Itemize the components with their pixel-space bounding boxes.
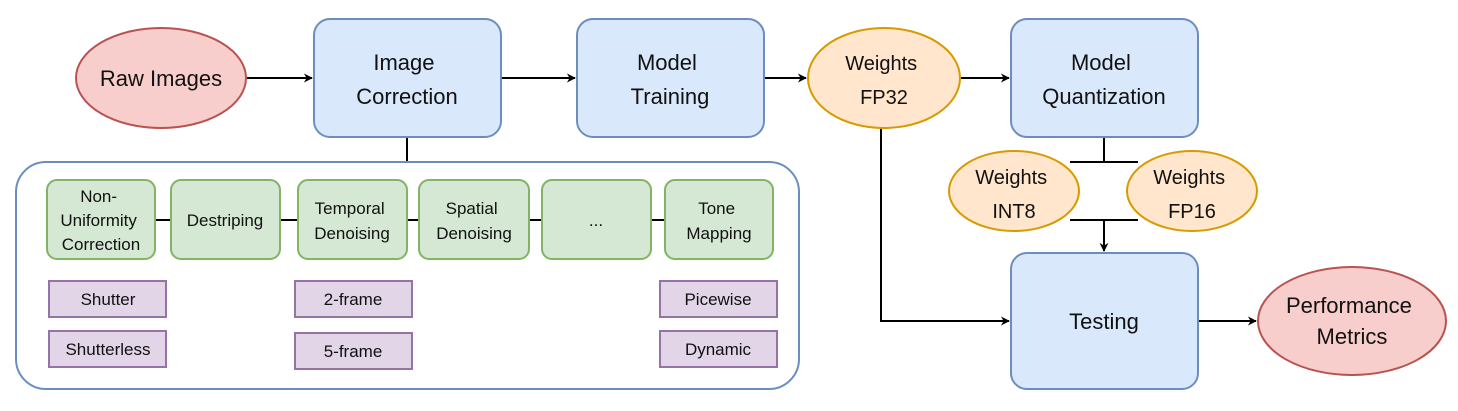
step-ellipsis: ... <box>541 179 652 260</box>
step-ellipsis-label: ... <box>589 211 603 230</box>
weights-fp16-node: Weights FP16 <box>1126 150 1258 232</box>
arrow-fp32-to-testing <box>880 128 1010 326</box>
model-training-label: Model Training <box>631 50 710 109</box>
image-correction-node: Image Correction <box>313 18 502 138</box>
step-tone-label: Tone Mapping <box>686 199 751 243</box>
model-training-node: Model Training <box>576 18 765 138</box>
step-destriping: Destriping <box>170 179 281 260</box>
image-correction-label: Image Correction <box>356 50 457 109</box>
option-5-frame-label: 5-frame <box>324 342 383 361</box>
option-shutter-label: Shutter <box>81 290 136 309</box>
weights-fp32-label: Weights FP32 <box>845 53 922 109</box>
option-shutter: Shutter <box>48 280 167 318</box>
option-5-frame: 5-frame <box>294 332 413 370</box>
raw-images-label: Raw Images <box>100 66 222 91</box>
option-dynamic-label: Dynamic <box>685 340 752 359</box>
step-destriping-label: Destriping <box>187 211 264 230</box>
option-shutterless: Shutterless <box>48 330 167 368</box>
option-picewise-label: Picewise <box>684 290 751 309</box>
option-2-frame: 2-frame <box>294 280 413 318</box>
raw-images-node: Raw Images <box>75 27 247 129</box>
step-spatial-denoising: Spatial Denoising <box>418 179 530 260</box>
connectors <box>246 73 1257 326</box>
performance-metrics-label: Performance Metrics <box>1286 293 1418 349</box>
step-non-uniformity-correction: Non- Uniformity Correction <box>46 179 156 260</box>
testing-label: Testing <box>1069 309 1139 334</box>
weights-fp16-label: Weights FP16 <box>1153 167 1230 223</box>
option-shutterless-label: Shutterless <box>65 340 150 359</box>
step-temporal-denoising: Temporal Denoising <box>297 179 408 260</box>
option-picewise: Picewise <box>659 280 778 318</box>
step-temporal-label: Temporal Denoising <box>314 199 390 243</box>
weights-int8-label: Weights INT8 <box>975 167 1052 223</box>
option-dynamic: Dynamic <box>659 330 778 368</box>
step-nuc-label: Non- Uniformity Correction <box>60 187 141 254</box>
step-tone-mapping: Tone Mapping <box>664 179 774 260</box>
testing-node: Testing <box>1010 252 1199 390</box>
step-spatial-label: Spatial Denoising <box>436 199 512 243</box>
weights-fp32-node: Weights FP32 <box>807 27 961 129</box>
weights-int8-node: Weights INT8 <box>948 150 1080 232</box>
model-quantization-node: Model Quantization <box>1010 18 1199 138</box>
model-quantization-label: Model Quantization <box>1042 50 1166 109</box>
performance-metrics-node: Performance Metrics <box>1257 266 1447 376</box>
option-2-frame-label: 2-frame <box>324 290 383 309</box>
